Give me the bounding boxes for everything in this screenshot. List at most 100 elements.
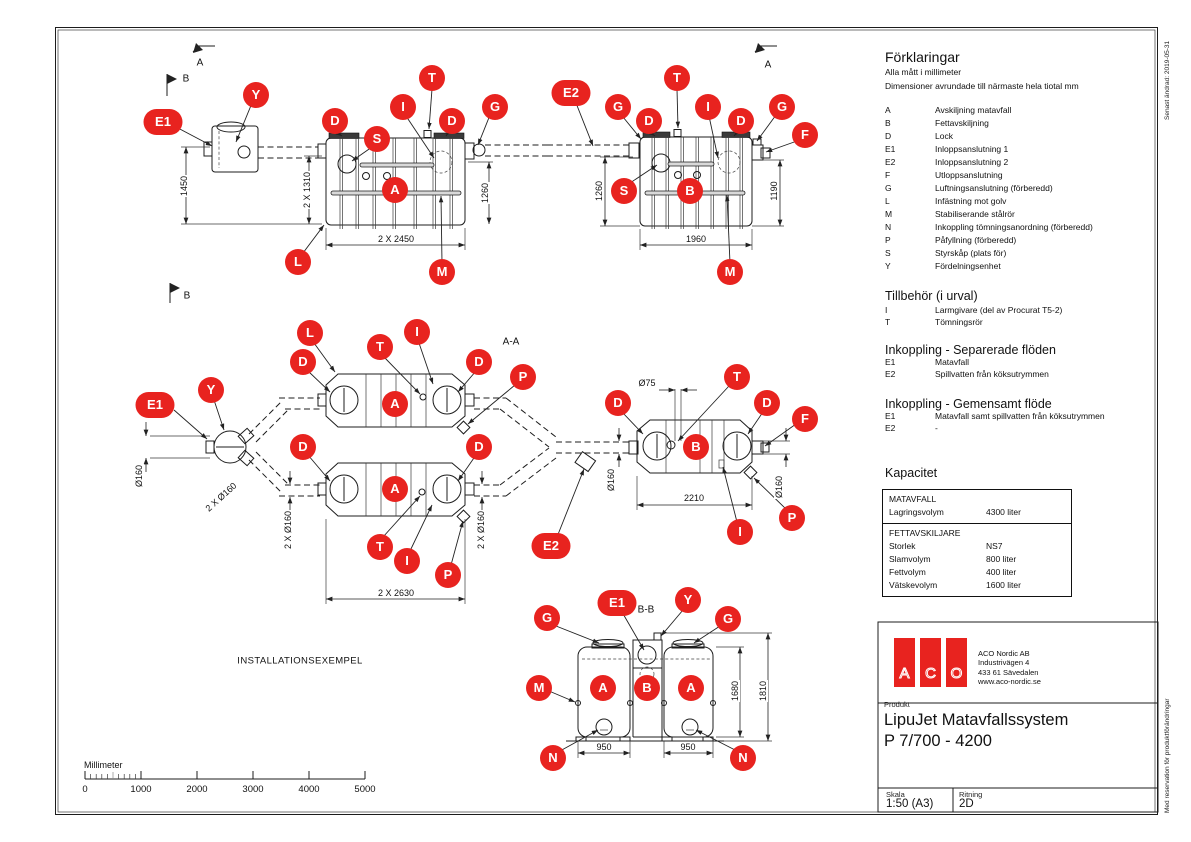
last-modified-note: Senast ändrad: 2019-05-31 <box>1164 40 1171 120</box>
legend-row-key: M <box>885 209 893 219</box>
capacity-section-header: MATAVFALL <box>889 494 937 504</box>
capacity-row: Storlek NS7 <box>889 540 1071 553</box>
legend-row: N Inkoppling tömningsanordning (förberedd… <box>885 221 1157 234</box>
legend-row: D Lock <box>885 130 1157 143</box>
legend-row-key: E1 <box>885 144 896 154</box>
capacity-row-value: 800 liter <box>986 554 1017 564</box>
section-arrow-marks <box>166 43 777 303</box>
company-address-line: ACO Nordic AB <box>978 649 1030 658</box>
connection-separate-row-label: Spillvatten från köksutrymmen <box>935 368 1049 379</box>
logo-tile: C <box>920 638 941 687</box>
elevation-view-right <box>547 88 798 264</box>
drawing-type-value: 2D <box>959 798 974 810</box>
ruler-unit-label: Millimeter <box>84 760 123 770</box>
scale-ruler <box>84 771 366 780</box>
legend-row-key: S <box>885 248 891 258</box>
capacity-row-value: 400 liter <box>986 567 1017 577</box>
legend-row: M Stabiliserande stålrör <box>885 208 1157 221</box>
legend-row-key: N <box>885 222 892 232</box>
company-address-line: www.aco-nordic.se <box>978 676 1041 686</box>
accessory-row-key: T <box>885 316 891 327</box>
drawing-field-label: Ritning <box>959 790 983 799</box>
connection-common-row-label: - <box>935 422 938 433</box>
sheet-frame <box>55 27 1158 815</box>
legend-row-label: Stabiliserande stålrör <box>935 209 1015 219</box>
legend-row: S Styrskåp (plats för) <box>885 247 1157 260</box>
logo-tile: O <box>946 638 967 687</box>
legend-row-label: Lock <box>935 131 953 141</box>
legend-row: F Utloppsanslutning <box>885 169 1157 182</box>
accessories-list: I Larmgivare (del av Procurat T5-2) T Tömni… <box>885 305 1157 328</box>
company-address-line: 433 61 Sävedalen <box>978 667 1039 677</box>
product-name: LipuJet Matavfallssystem <box>884 711 1069 729</box>
company-address-line: Industrivägen 4 <box>978 658 1030 668</box>
svg-text:O: O <box>951 665 963 682</box>
connection-common-row-label: Matavfall samt spillvatten från köksutry… <box>935 411 1105 421</box>
legend-row: G Luftningsanslutning (förberedd) <box>885 182 1157 195</box>
connection-common-row-key: E2 <box>885 422 896 433</box>
capacity-row-label: Fettvolym <box>889 567 926 577</box>
legend-title: Förklaringar <box>885 49 960 65</box>
legend-row-key: L <box>885 196 890 206</box>
connection-common-row: E2 - <box>885 423 1157 435</box>
connection-separate-row-key: E1 <box>885 357 896 367</box>
connection-common-row: E1 Matavfall samt spillvatten från köksut… <box>885 411 1157 423</box>
capacity-section-header: FETTAVSKILJARE <box>889 528 961 538</box>
connection-common-title: Inkoppling - Gemensamt flöde <box>885 397 1052 411</box>
scale-value: 1:50 (A3) <box>886 798 934 810</box>
legend-note-rounding: Dimensioner avrundade till närmaste hela… <box>885 81 1079 91</box>
legend-row-label: Luftningsanslutning (förberedd) <box>935 183 1053 193</box>
capacity-row-label: Slamvolym <box>889 554 931 564</box>
title-block-rules <box>877 621 1159 813</box>
disclaimer-note: Med reservation för produktförändringar <box>1164 698 1171 813</box>
plan-view-separator <box>556 385 797 538</box>
capacity-row-label: Vätskevolym <box>889 580 938 590</box>
legend-row-label: Utloppsanslutning <box>935 170 1003 180</box>
svg-text:A: A <box>899 665 909 682</box>
legend-row-key: B <box>885 118 891 128</box>
capacity-row-value: NS7 <box>986 541 1003 551</box>
plan-view-a-a <box>143 342 629 604</box>
accessory-row-label: Tömningsrör <box>935 316 983 327</box>
accessory-row-key: I <box>885 305 888 315</box>
legend-row-label: Inkoppling tömningsanordning (förberedd) <box>935 222 1093 232</box>
installation-example-label: INSTALLATIONSEXEMPEL <box>237 655 363 667</box>
accessory-row-label: Larmgivare (del av Procurat T5-2) <box>935 305 1063 315</box>
product-field-label: Produkt <box>884 700 910 709</box>
connection-common-list: E1 Matavfall samt spillvatten från köksut… <box>885 411 1157 434</box>
capacity-row-value: 4300 liter <box>986 507 1021 517</box>
legend-row-key: G <box>885 183 892 193</box>
legend-row: Y Fördelningsenhet <box>885 260 1157 273</box>
legend-row-key: P <box>885 235 891 245</box>
accessories-title: Tillbehör (i urval) <box>885 289 978 303</box>
legend-row-label: Avskiljning matavfall <box>935 105 1012 115</box>
connection-common-row-key: E1 <box>885 411 896 421</box>
legend-row-key: F <box>885 170 891 180</box>
capacity-row-label: Storlek <box>889 541 916 551</box>
legend-row-key: D <box>885 131 892 141</box>
legend-row-label: Fördelningsenhet <box>935 261 1001 271</box>
section-view-b-b <box>548 609 772 758</box>
product-model: P 7/700 - 4200 <box>884 732 992 750</box>
capacity-row: Fettvolym 400 liter <box>889 566 1071 579</box>
legend-row-key: Y <box>885 261 891 271</box>
legend-row-label: Styrskåp (plats för) <box>935 248 1007 258</box>
capacity-row: Slamvolym 800 liter <box>889 553 1071 566</box>
